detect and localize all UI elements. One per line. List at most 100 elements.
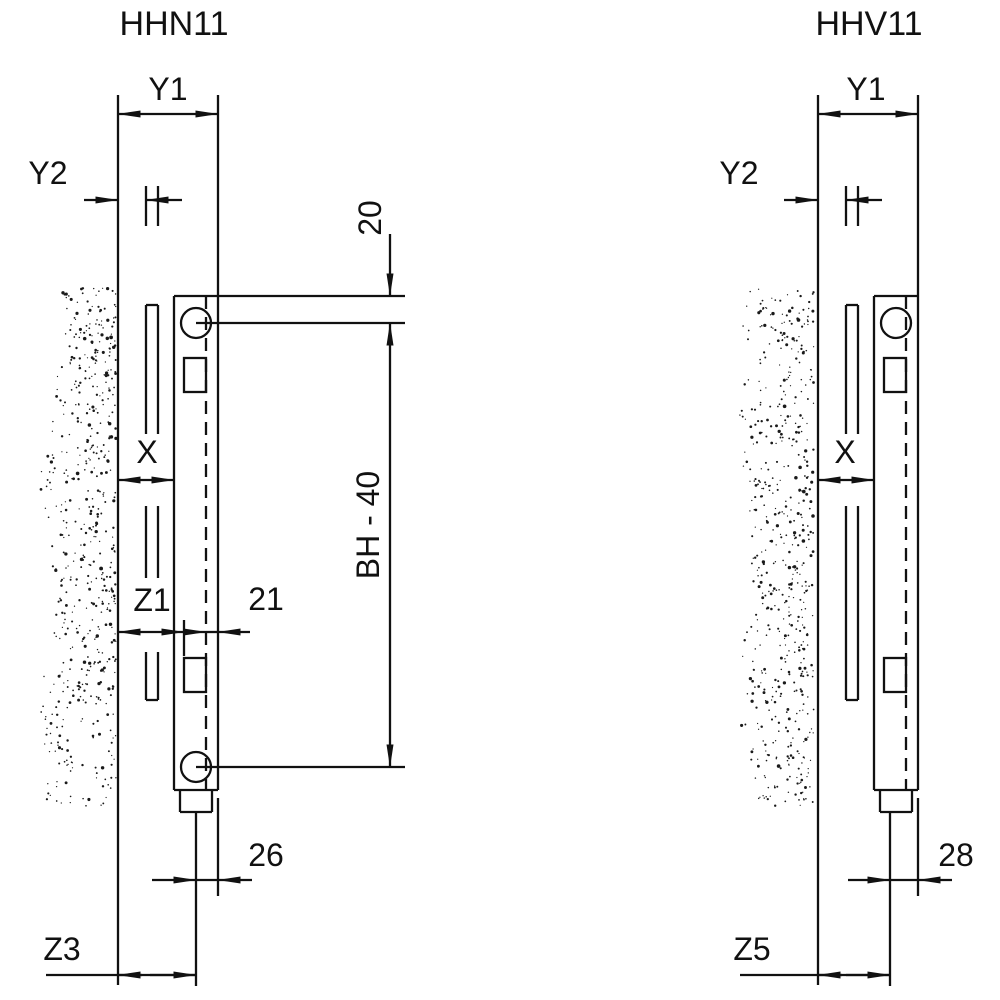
stipple-dot [46, 727, 48, 730]
stipple-dot [759, 644, 761, 646]
stipple-dot [88, 327, 91, 330]
stipple-dot [70, 355, 74, 359]
stipple-dot [80, 287, 83, 291]
stipple-dot [791, 544, 794, 546]
stipple-dot [800, 378, 803, 381]
stipple-dot [762, 351, 766, 354]
stipple-dot [99, 308, 103, 312]
stipple-dot [89, 564, 92, 567]
stipple-dot [763, 667, 766, 671]
stipple-dot [784, 800, 787, 803]
stipple-dot [759, 362, 762, 365]
stipple-dot [763, 688, 766, 691]
stipple-dot [789, 496, 792, 499]
stipple-dot [85, 462, 88, 465]
stipple-dot [49, 722, 53, 725]
stipple-dot [787, 376, 790, 379]
stipple-dot [56, 726, 58, 729]
stipple-dot [92, 722, 95, 725]
stipple-dot [102, 493, 104, 496]
stipple-dot [794, 476, 798, 480]
stipple-dot [779, 479, 781, 481]
stipple-dot [95, 772, 98, 775]
stipple-dot [790, 509, 792, 511]
stipple-dot [806, 671, 808, 673]
stipple-dot [766, 418, 769, 422]
stipple-dot [794, 422, 797, 425]
stipple-dot [810, 583, 814, 587]
stipple-dot [765, 672, 767, 674]
stipple-dot [96, 648, 99, 651]
stipple-dot [76, 447, 79, 449]
stipple-dot [110, 588, 113, 591]
stipple-dot [750, 408, 754, 411]
stipple-dot [69, 363, 71, 365]
stipple-dot [806, 775, 808, 778]
stipple-dot [98, 290, 100, 292]
stipple-dot [98, 660, 102, 663]
stipple-dot [745, 460, 749, 464]
stipple-dot [114, 436, 118, 441]
stipple-dot [62, 519, 65, 522]
stipple-dot [761, 672, 763, 674]
stipple-dot [73, 605, 76, 607]
stipple-dot [113, 386, 115, 389]
stipple-dot [757, 575, 759, 577]
stipple-dot [100, 611, 103, 613]
stipple-dot [66, 739, 69, 742]
stipple-dot [812, 402, 815, 404]
stipple-dot [746, 693, 749, 695]
stipple-dot [74, 520, 77, 523]
stipple-dot [769, 405, 772, 408]
dim-label-y1: Y1 [846, 71, 885, 107]
stipple-dot [107, 608, 109, 611]
stipple-dot [96, 411, 99, 414]
stipple-dot [795, 357, 798, 360]
stipple-dot [49, 481, 51, 484]
stipple-dot [784, 505, 788, 508]
stipple-dot [81, 292, 84, 295]
stipple-dot [93, 662, 95, 665]
stipple-dot [90, 695, 92, 698]
stipple-dot [87, 574, 90, 578]
stipple-dot [51, 545, 54, 548]
dim-y2-right: Y2 [719, 155, 882, 204]
stipple-dot [774, 740, 777, 742]
stipple-dot [793, 438, 795, 440]
stipple-dot [759, 302, 762, 305]
stipple-dot [774, 678, 777, 682]
stipple-dot [801, 762, 803, 764]
stipple-dot [767, 753, 770, 757]
stipple-dot [112, 526, 115, 529]
stipple-dot [779, 656, 783, 660]
stipple-dot [60, 435, 64, 438]
stipple-dot [787, 464, 790, 467]
stipple-dot [773, 700, 777, 704]
stipple-dot [795, 430, 798, 434]
stipple-dot [759, 580, 763, 584]
stipple-dot [107, 369, 109, 371]
stipple-dot [744, 418, 747, 420]
stipple-dot [803, 591, 806, 594]
stipple-dot [101, 573, 103, 576]
stipple-dot [53, 683, 55, 685]
stipple-dot [48, 471, 51, 473]
stipple-dot [805, 585, 807, 587]
stipple-dot [752, 748, 754, 750]
stipple-dot [786, 654, 788, 657]
stipple-dot [80, 668, 83, 671]
stipple-dot [59, 597, 61, 600]
stipple-dot [754, 648, 757, 650]
stipple-dot [761, 560, 766, 564]
stipple-dot [98, 651, 100, 654]
dim-y2-left: Y2 [28, 155, 182, 204]
stipple-dot [95, 524, 97, 527]
stipple-dot [786, 335, 789, 338]
stipple-dot [800, 689, 803, 693]
stipple-dot [781, 511, 783, 513]
stipple-dot [75, 578, 78, 581]
stipple-dot [72, 560, 75, 562]
stipple-dot [88, 661, 92, 665]
stipple-dot [792, 573, 794, 576]
stipple-dot [91, 498, 94, 500]
